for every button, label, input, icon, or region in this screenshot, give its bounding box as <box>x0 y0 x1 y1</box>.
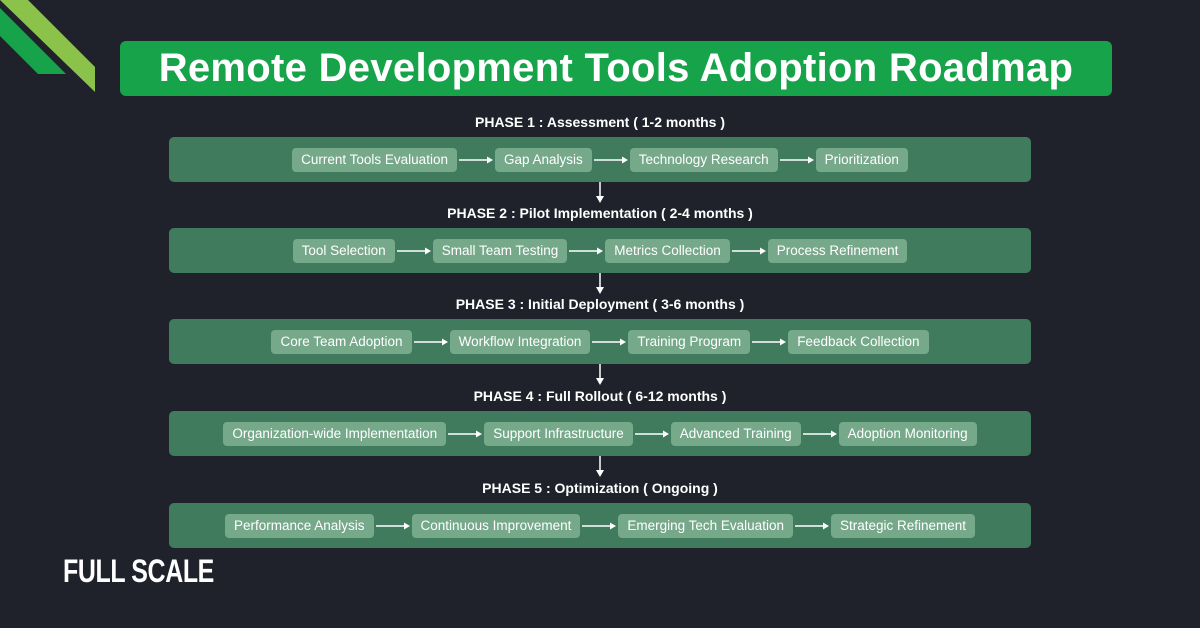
right-arrow-icon <box>779 156 814 163</box>
right-arrow-icon <box>634 430 669 437</box>
right-arrow-icon <box>569 247 604 254</box>
step-technology-research: Technology Research <box>629 147 778 172</box>
right-arrow-icon <box>582 522 617 529</box>
corner-stripes-decoration <box>0 0 95 92</box>
step-support-infrastructure: Support Infrastructure <box>484 421 633 446</box>
right-arrow-icon <box>458 156 493 163</box>
right-arrow-icon <box>794 522 829 529</box>
phase-3-panel: Core Team Adoption Workflow Integration … <box>169 319 1031 364</box>
right-arrow-icon <box>413 338 448 345</box>
phase-2-panel: Tool Selection Small Team Testing Metric… <box>169 228 1031 273</box>
title-banner: Remote Development Tools Adoption Roadma… <box>120 41 1112 96</box>
step-feedback-collection: Feedback Collection <box>788 329 929 354</box>
right-arrow-icon <box>396 247 431 254</box>
phase-1-panel: Current Tools Evaluation Gap Analysis Te… <box>169 137 1031 182</box>
right-arrow-icon <box>375 522 410 529</box>
down-arrow-icon <box>596 182 604 203</box>
step-metrics-collection: Metrics Collection <box>605 238 730 263</box>
phase-4-panel: Organization-wide Implementation Support… <box>169 411 1031 456</box>
phase-1-label: PHASE 1 : Assessment ( 1-2 months ) <box>475 114 725 130</box>
step-adoption-monitoring: Adoption Monitoring <box>838 421 977 446</box>
phase-4-label: PHASE 4 : Full Rollout ( 6-12 months ) <box>473 388 727 404</box>
step-organization-wide-implementation: Organization-wide Implementation <box>223 421 447 446</box>
down-arrow-icon <box>596 273 604 294</box>
page-title: Remote Development Tools Adoption Roadma… <box>158 46 1074 90</box>
phase-2-label: PHASE 2 : Pilot Implementation ( 2-4 mon… <box>447 205 753 221</box>
step-gap-analysis: Gap Analysis <box>494 147 592 172</box>
right-arrow-icon <box>592 338 627 345</box>
phase-5-panel: Performance Analysis Continuous Improvem… <box>169 503 1031 548</box>
step-small-team-testing: Small Team Testing <box>432 238 568 263</box>
step-continuous-improvement: Continuous Improvement <box>411 513 581 538</box>
phase-3-label: PHASE 3 : Initial Deployment ( 3-6 month… <box>455 296 745 312</box>
down-arrow-icon <box>596 364 604 385</box>
down-arrow-icon <box>596 456 604 477</box>
right-arrow-icon <box>448 430 483 437</box>
step-current-tools-evaluation: Current Tools Evaluation <box>292 147 457 172</box>
phase-5-label: PHASE 5 : Optimization ( Ongoing ) <box>482 480 718 496</box>
step-process-refinement: Process Refinement <box>767 238 908 263</box>
full-scale-logo: FULL SCALE <box>63 553 214 589</box>
right-arrow-icon <box>802 430 837 437</box>
step-strategic-refinement: Strategic Refinement <box>830 513 976 538</box>
step-workflow-integration: Workflow Integration <box>449 329 591 354</box>
step-core-team-adoption: Core Team Adoption <box>271 329 412 354</box>
step-training-program: Training Program <box>628 329 751 354</box>
right-arrow-icon <box>752 338 787 345</box>
step-tool-selection: Tool Selection <box>292 238 395 263</box>
step-performance-analysis: Performance Analysis <box>224 513 374 538</box>
step-prioritization: Prioritization <box>815 147 908 172</box>
step-emerging-tech-evaluation: Emerging Tech Evaluation <box>618 513 793 538</box>
right-arrow-icon <box>731 247 766 254</box>
step-advanced-training: Advanced Training <box>670 421 801 446</box>
right-arrow-icon <box>593 156 628 163</box>
